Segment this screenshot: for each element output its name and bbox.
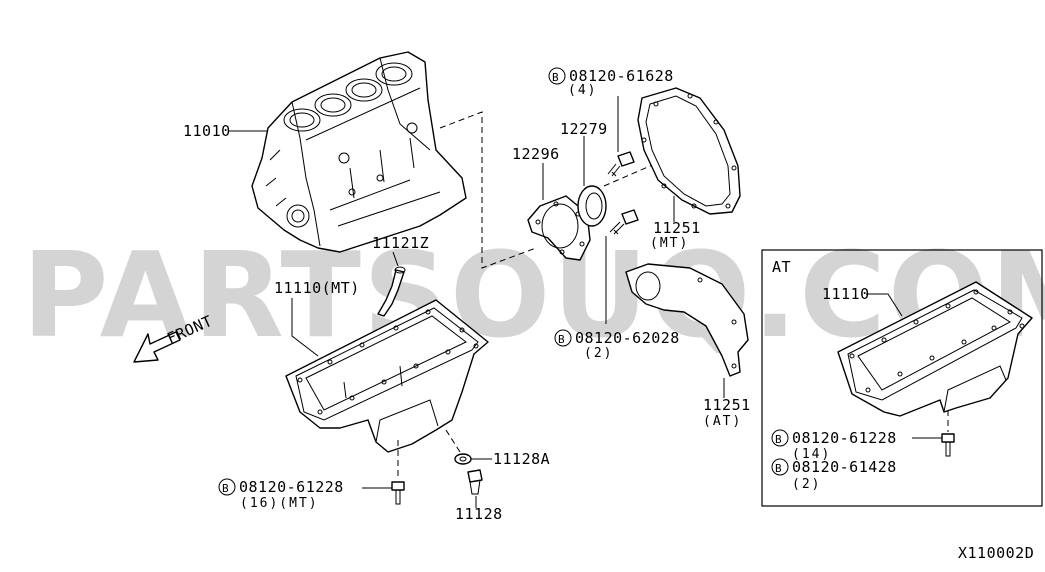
bolt-symbol-at-2 <box>771 458 789 476</box>
bolt-symbol-plate <box>554 329 572 347</box>
label-pan-bolt-mt-qty: (16)(MT) <box>240 496 319 511</box>
bolt-symbol-pan-mt <box>218 478 236 496</box>
retainer-bolt-lower[interactable] <box>609 209 639 235</box>
label-oil-level-gauge-guide: 11121Z <box>372 234 429 252</box>
drain-plug-washer[interactable] <box>454 453 472 465</box>
leader-oil-pan-at <box>866 293 903 317</box>
label-rear-oil-seal: 12279 <box>560 120 608 138</box>
label-rear-plate-mt: 11251 <box>653 219 701 237</box>
label-cylinder-block: 11010 <box>183 122 231 140</box>
oil-pan-at[interactable] <box>837 281 1033 417</box>
label-drain-plug: 11128 <box>455 505 503 523</box>
oil-pan-mt[interactable] <box>285 299 489 453</box>
label-pan-bolt-mt: 08120-61228 <box>239 478 344 496</box>
pan-bolt-mt[interactable] <box>391 481 405 505</box>
label-rear-plate-mt-sub: (MT) <box>650 236 689 251</box>
label-plate-bolt-qty: (2) <box>584 346 613 361</box>
retainer-bolt-upper[interactable] <box>607 151 635 177</box>
bolt-symbol-retainer <box>548 67 566 85</box>
alignment-line-retainer <box>439 111 537 269</box>
bolt-symbol-at-1-text: B <box>775 433 782 446</box>
label-rear-plate-at: 11251 <box>703 396 751 414</box>
label-rear-plate-at-sub: (AT) <box>703 414 742 429</box>
cylinder-block[interactable] <box>251 51 467 253</box>
label-oil-pan-mt: 11110(MT) <box>274 279 360 297</box>
label-retainer-bolt: 08120-61628 <box>569 67 674 85</box>
label-retainer-bolt-qty: (4) <box>568 83 597 98</box>
label-rear-oil-seal-retainer: 12296 <box>512 145 560 163</box>
label-pan-bolt-at-1: 08120-61228 <box>792 429 897 447</box>
leader-oil-level-gauge-guide <box>392 251 399 267</box>
label-oil-pan-at: 11110 <box>822 285 870 303</box>
bolt-symbol-at-2-text: B <box>775 462 782 475</box>
at-box-title: AT <box>772 258 791 276</box>
bolt-symbol-at-1 <box>771 429 789 447</box>
pan-bolt-at[interactable] <box>941 433 955 457</box>
label-plate-bolt: 08120-62028 <box>575 329 680 347</box>
drain-plug[interactable] <box>467 469 483 495</box>
rear-oil-seal[interactable] <box>577 185 607 227</box>
leader-oil-pan-mt <box>291 298 319 357</box>
alignment-line-drain <box>445 429 461 453</box>
label-drain-plug-washer: 11128A <box>493 450 550 468</box>
diagram-code: X110002D <box>958 544 1034 562</box>
rear-plate-mt[interactable] <box>637 87 741 215</box>
rear-plate-at[interactable] <box>625 263 749 377</box>
rear-oil-seal-retainer[interactable] <box>527 195 591 261</box>
bolt-symbol-pan-mt-text: B <box>222 482 229 495</box>
label-pan-bolt-at-2: 08120-61428 <box>792 458 897 476</box>
at-inset-box <box>761 249 1043 507</box>
bolt-symbol-retainer-text: B <box>552 71 559 84</box>
label-pan-bolt-at-1-qty: (14) <box>792 447 831 462</box>
oil-level-gauge-guide[interactable] <box>377 266 406 317</box>
front-direction-arrow <box>133 331 181 363</box>
label-pan-bolt-at-2-qty: (2) <box>792 477 821 492</box>
bolt-symbol-plate-text: B <box>558 333 565 346</box>
